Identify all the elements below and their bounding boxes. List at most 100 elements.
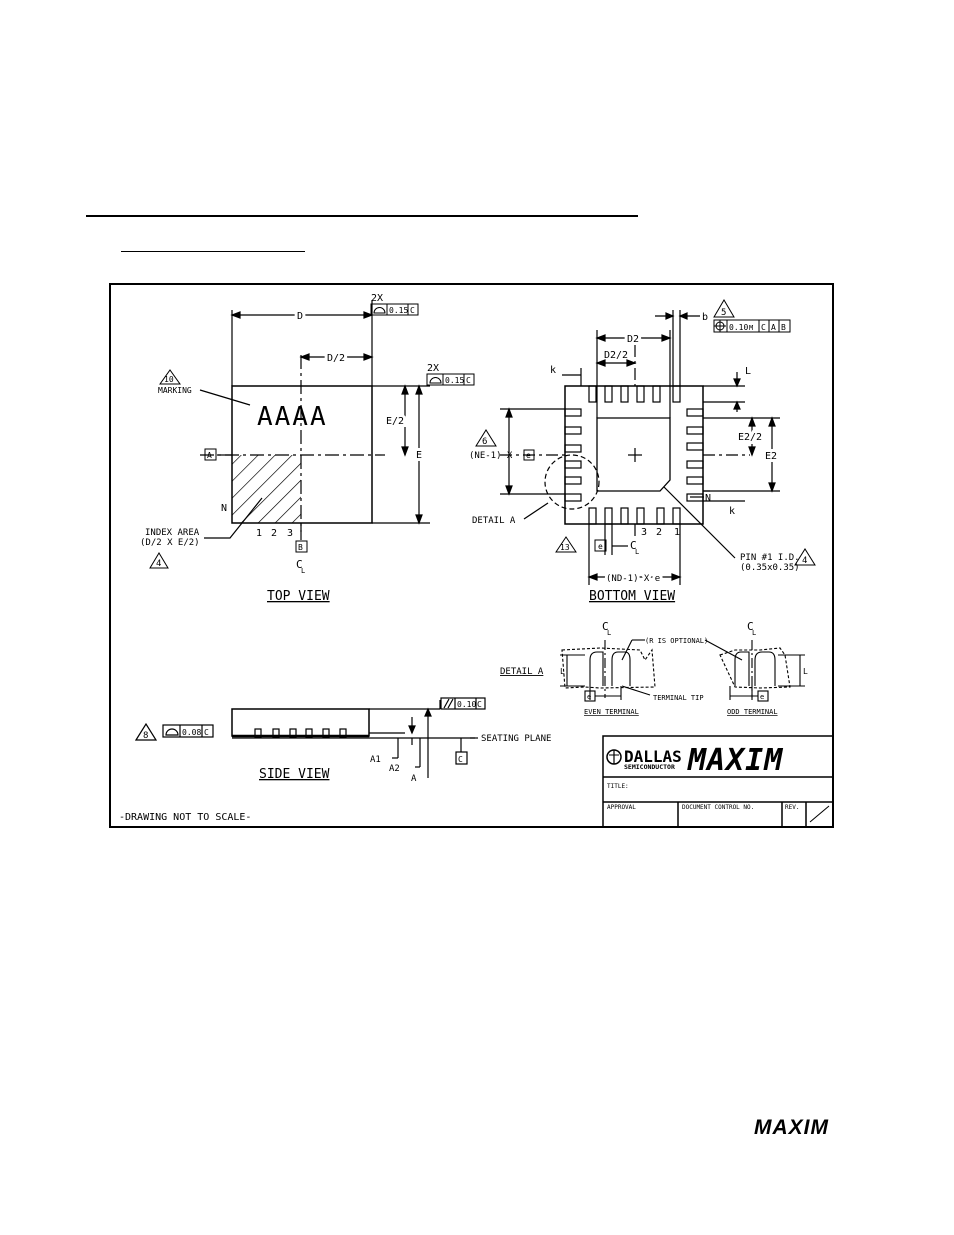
title-block	[602, 735, 834, 828]
maxim-footer-logo: MAXIM	[754, 1117, 828, 1137]
bottom-tol-a: A	[771, 323, 776, 332]
even-e-box: e	[587, 693, 591, 701]
dallas-logo-text: DALLAS	[624, 747, 682, 766]
index-area-hatch	[232, 455, 301, 523]
odd-e-box: e	[760, 693, 764, 701]
bottom-view-title: BOTTOM VIEW	[589, 589, 675, 604]
r-optional: (R IS OPTIONAL)	[645, 637, 708, 645]
dim-d2-half: D2/2	[604, 350, 628, 361]
index-area-line1: INDEX AREA	[145, 528, 200, 538]
detail-a	[560, 639, 805, 702]
datum-a: A	[207, 451, 212, 460]
top-centerline-l: L	[301, 567, 305, 575]
top-2x-b: 2X	[427, 363, 439, 374]
side-view-title: SIDE VIEW	[259, 767, 330, 782]
marking-text: AAAA	[257, 402, 328, 432]
detail-c-right: C	[747, 620, 754, 633]
top-tol-frames	[149, 303, 475, 569]
side-view	[134, 697, 486, 778]
exposed-pad	[596, 417, 671, 492]
title-label: TITLE:	[607, 783, 629, 790]
detail-dim-l-left: L	[560, 667, 565, 676]
detail-a-label: DETAIL A	[472, 516, 516, 526]
bottom-pin-2: 2	[656, 527, 662, 538]
top-view	[199, 300, 430, 540]
bottom-centerline-c: C	[630, 539, 637, 552]
flat-tol-datum: C	[204, 728, 209, 737]
top-centerline-c: C	[296, 558, 303, 571]
bottom-view	[500, 310, 780, 585]
bottom-pin-3: 3	[641, 527, 647, 538]
rev-label: REV.	[785, 804, 799, 811]
top-tol-a-datum: C	[410, 306, 415, 315]
subsection-rule	[121, 251, 305, 252]
dim-k-top: k	[550, 365, 556, 376]
nd-label: (ND-1) X e	[606, 574, 660, 584]
e-box: e	[526, 451, 531, 460]
dim-l: L	[745, 366, 751, 377]
par-tol-datum: C	[477, 700, 482, 709]
bottom-pin-n: N	[705, 493, 711, 504]
approval-label: APPROVAL	[607, 804, 636, 811]
dim-d-half: D/2	[327, 353, 345, 364]
bottom-tol-value: 0.10	[729, 323, 748, 332]
dim-d: D	[297, 311, 303, 322]
ne-label: (NE-1) X	[469, 451, 513, 461]
top-tol-a-value: 0.15	[389, 306, 408, 315]
top-pin-3: 3	[287, 528, 293, 539]
flat-tol-value: 0.08	[182, 728, 201, 737]
note-8-num: 8	[143, 731, 148, 741]
detail-c-left: C	[602, 620, 609, 633]
detail-a-title: DETAIL A	[500, 667, 544, 677]
odd-terminal: ODD TERMINAL	[727, 708, 778, 716]
dim-e2: E2	[765, 451, 777, 462]
note-5-num: 5	[721, 308, 726, 318]
index-area-line2: (D/2 X E/2)	[140, 538, 200, 548]
top-view-title: TOP VIEW	[267, 589, 330, 604]
bottom-centerline-l: L	[635, 548, 639, 556]
top-tol-b-datum: C	[466, 376, 471, 385]
e-box-2: e	[598, 542, 603, 551]
bottom-tol-m: M	[749, 324, 753, 332]
doc-control-label: DOCUMENT CONTROL NO.	[682, 804, 754, 811]
detail-dim-l-right: L	[803, 667, 808, 676]
even-terminal: EVEN TERMINAL	[584, 708, 639, 716]
terminal-tip: TERMINAL TIP	[653, 694, 704, 702]
dim-a1: A1	[370, 755, 381, 765]
dim-e2-half: E2/2	[738, 432, 762, 443]
semiconductor-text: SEMICONDUCTOR	[624, 763, 675, 771]
seating-plane: SEATING PLANE	[481, 734, 551, 744]
marking-label: MARKING	[158, 386, 192, 395]
dim-k-bottom: k	[729, 506, 735, 517]
title-block-maxim-logo: MAXIM	[687, 743, 783, 778]
top-pin-1: 1	[256, 528, 262, 539]
bottom-tol-b: B	[781, 323, 786, 332]
bottom-pin-1: 1	[674, 527, 680, 538]
note-10-num: 10	[164, 375, 174, 384]
dim-b: b	[702, 312, 708, 323]
datum-c: C	[458, 755, 463, 764]
dim-e-half: E/2	[386, 416, 404, 427]
dim-a2: A2	[389, 764, 400, 774]
detail-l-right: L	[752, 629, 756, 637]
top-pin-n: N	[221, 503, 227, 514]
datum-b: B	[298, 543, 303, 552]
note-6-num: 6	[482, 437, 487, 447]
note-13-num: 13	[560, 543, 570, 552]
section-rule	[86, 215, 638, 217]
dim-d2: D2	[627, 334, 639, 345]
top-pin-2: 2	[271, 528, 277, 539]
dim-a: A	[411, 774, 417, 784]
bottom-tol-c: C	[761, 323, 766, 332]
par-tol-value: 0.10	[457, 700, 476, 709]
pin-id-line1: PIN #1 I.D.	[740, 553, 800, 563]
note-4b-num: 4	[802, 556, 807, 566]
pin-id-line2: (0.35x0.35)	[740, 563, 800, 573]
detail-l-left: L	[607, 629, 611, 637]
not-to-scale: -DRAWING NOT TO SCALE-	[119, 812, 251, 823]
side-view-body	[231, 708, 370, 737]
top-tol-b-value: 0.15	[445, 376, 464, 385]
drawing-frame	[109, 283, 834, 828]
top-2x-a: 2X	[371, 293, 383, 304]
